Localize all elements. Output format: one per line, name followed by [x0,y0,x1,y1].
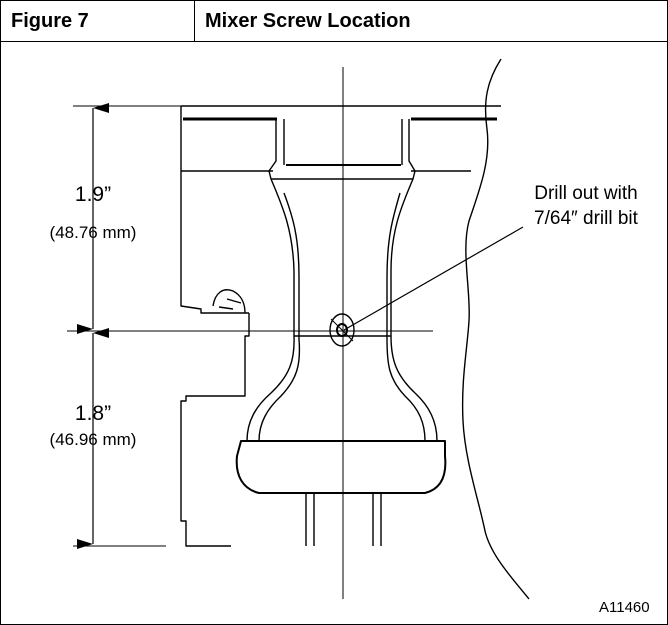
figure-code: A11460 [599,599,650,616]
lower-dimension-inches: 1.8” [74,402,112,425]
column-collar [268,119,416,180]
extension-lines [73,105,181,547]
upper-dimension-mm: (48.76 mm) [49,223,137,242]
header-divider [194,1,195,41]
callout-leader [343,226,524,331]
figure-header: Figure 7 Mixer Screw Location [1,1,667,42]
drill-callout-line1: Drill out with [534,183,638,204]
bottom-pad [235,440,447,494]
centerlines [67,67,433,599]
upper-dimension-inches: 1.9” [74,183,112,206]
figure-title: Mixer Screw Location [205,10,411,32]
housing-top [180,105,501,314]
body-left-contour [180,313,250,547]
cutaway-boundary [461,58,530,600]
figure-number: Figure 7 [11,10,89,32]
mixer-outline [180,58,530,600]
side-clip [212,289,246,314]
column-taper [246,178,295,442]
drill-callout: Drill out with 7/64″ drill bit [511,181,661,231]
mixer-drawing [67,58,530,600]
drill-callout-line2: 7/64″ drill bit [534,208,638,229]
shaft [305,493,382,546]
mixer-screw [329,313,355,347]
lower-dimension-mm: (46.96 mm) [49,430,137,449]
